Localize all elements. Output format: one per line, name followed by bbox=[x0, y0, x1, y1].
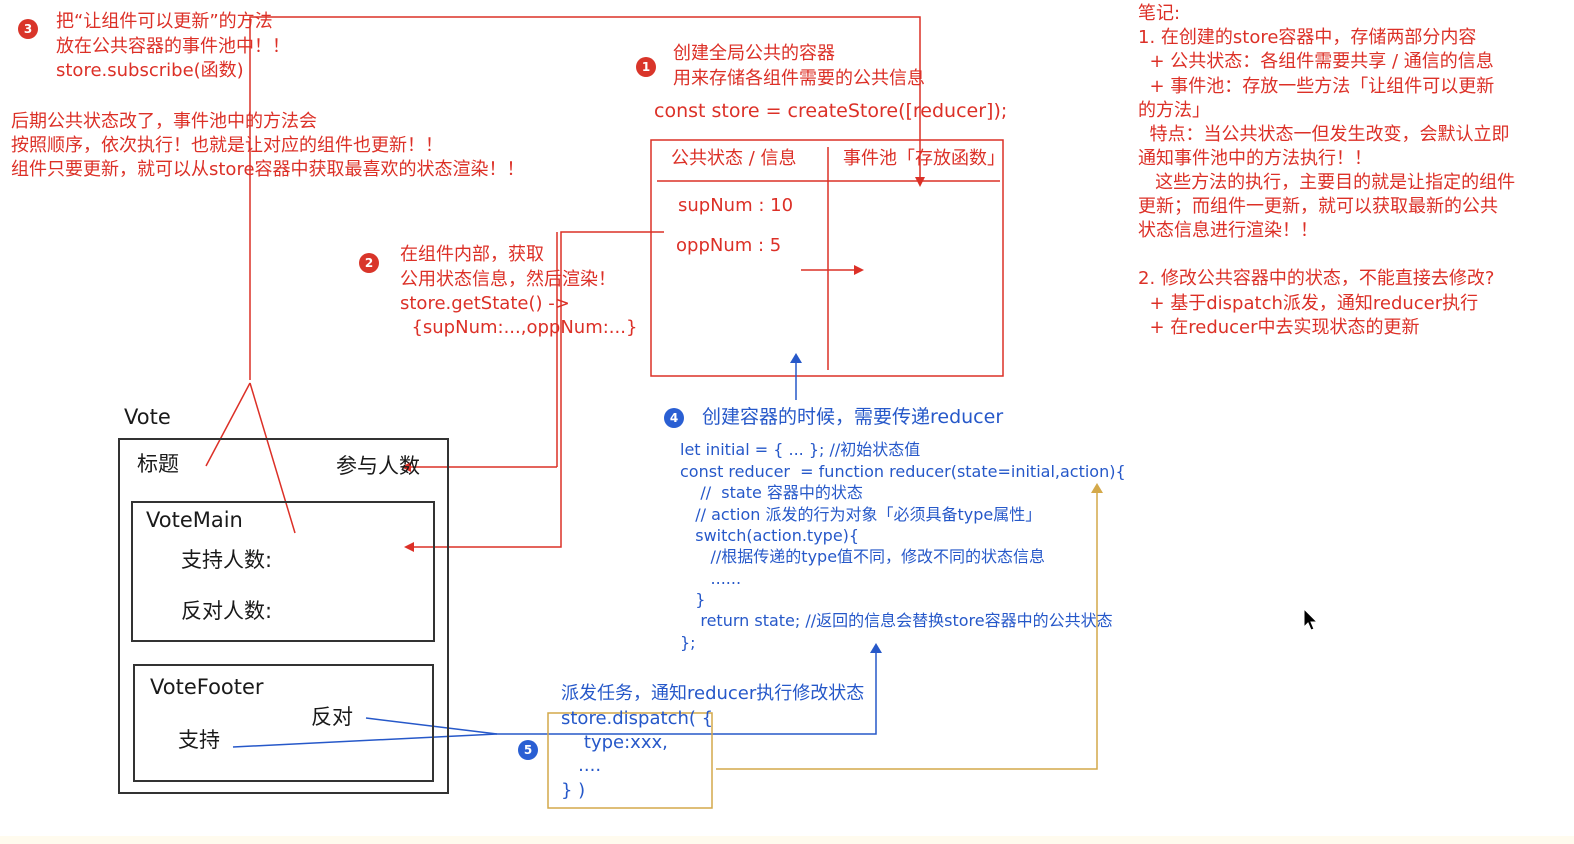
reducer-code-line-6: //根据传递的type值不同，修改不同的状态信息 bbox=[680, 547, 1046, 566]
create-store-code: const store = createStore([reducer]); bbox=[654, 100, 1008, 122]
state-item-oppnum: oppNum : 5 bbox=[676, 235, 782, 256]
dispatch-code-line-4: } ) bbox=[561, 780, 586, 801]
notes-line: + 事件池：存放一些方法「让组件可以更新 bbox=[1138, 76, 1495, 97]
subscribe-branch-title bbox=[205, 382, 251, 467]
getstate-connector bbox=[404, 231, 664, 552]
step-2-badge: 2 bbox=[359, 253, 379, 273]
step-1-line-1: 创建全局公共的容器 bbox=[673, 43, 835, 64]
bottom-strip bbox=[0, 836, 1574, 844]
step-4-badge: 4 bbox=[664, 408, 684, 428]
notes-line: + 在reducer中去实现状态的更新 bbox=[1138, 317, 1420, 338]
reducer-code-line-7: ...... bbox=[680, 569, 742, 588]
support-to-dispatch bbox=[232, 733, 498, 748]
reducer-code-line-3: // state 容器中的状态 bbox=[680, 483, 863, 502]
step-3-badge: 3 bbox=[18, 19, 38, 39]
dispatch-return-connector bbox=[716, 483, 1103, 770]
oppose-button[interactable]: 反对 bbox=[311, 705, 353, 729]
reducer-code-line-10: }; bbox=[680, 633, 696, 652]
reducer-code-line-1: let initial = { ... }; //初始状态值 bbox=[680, 440, 921, 459]
votemain-label: VoteMain bbox=[146, 508, 243, 532]
step-2-line-4: {supNum:...,oppNum:...} bbox=[400, 317, 638, 338]
dispatch-code-line-3: .... bbox=[561, 755, 602, 776]
vote-title: 标题 bbox=[137, 452, 179, 476]
notes-line: 2. 修改公共容器中的状态，不能直接去修改? bbox=[1138, 268, 1495, 289]
step-5-title: 派发任务，通知reducer执行修改状态 bbox=[561, 683, 865, 704]
vote-component bbox=[118, 438, 449, 794]
reducer-code-line-9: return state; //返回的信息会替换store容器中的公共状态 bbox=[680, 611, 1113, 630]
votefooter-label: VoteFooter bbox=[150, 675, 264, 699]
votefooter-component bbox=[133, 664, 434, 782]
step-3-line-3: store.subscribe(函数) bbox=[56, 60, 244, 81]
step-1-badge: 1 bbox=[636, 57, 656, 77]
notes-heading: 笔记: bbox=[1138, 3, 1181, 24]
step-3-note-2: 按照顺序，依次执行！也就是让对应的组件也更新！！ bbox=[11, 135, 443, 156]
reducer-code-line-8: } bbox=[680, 590, 706, 609]
notes-line: + 基于dispatch派发，通知reducer执行 bbox=[1138, 293, 1479, 314]
step-2-line-3: store.getState() -> bbox=[400, 293, 570, 314]
step-3-line-1: 把“让组件可以更新”的方法 bbox=[56, 11, 273, 32]
reducer-code-line-4: // action 派发的行为对象「必须具备type属性」 bbox=[680, 505, 1042, 524]
notes-line: + 公共状态：各组件需要共享 / 通信的信息 bbox=[1138, 51, 1494, 72]
notes-line: 更新；而组件一更新，就可以获取最新的公共 bbox=[1138, 196, 1498, 217]
notes-line: 的方法」 bbox=[1138, 100, 1210, 121]
step-2-line-2: 公用状态信息，然后渲染！ bbox=[400, 269, 616, 290]
notes-line: 这些方法的执行，主要目的就是让指定的组件 bbox=[1138, 172, 1516, 193]
notes-line: 通知事件池中的方法执行！！ bbox=[1138, 148, 1372, 169]
notes-line: 特点：当公共状态一但发生改变，会默认立即 bbox=[1138, 124, 1510, 145]
store-box-frame bbox=[650, 139, 1004, 377]
dispatch-to-reducer-connector bbox=[497, 643, 882, 735]
step-3-note-3: 组件只要更新，就可以从store容器中获取最喜欢的状态渲染！！ bbox=[11, 159, 525, 180]
dispatch-code-line-2: type:xxx, bbox=[561, 732, 668, 753]
step-3-line-2: 放在公共容器的事件池中！！ bbox=[56, 36, 290, 57]
vote-participants: 参与人数 bbox=[336, 454, 420, 478]
notes-line: 状态信息进行渲染！！ bbox=[1138, 220, 1318, 241]
state-item-supnum: supNum : 10 bbox=[678, 195, 794, 216]
mouse-cursor-icon bbox=[1303, 608, 1319, 631]
votemain-component bbox=[131, 501, 435, 642]
reducer-code-line-5: switch(action.type){ bbox=[680, 526, 860, 545]
support-count-label: 支持人数: bbox=[181, 548, 273, 572]
support-button[interactable]: 支持 bbox=[178, 728, 220, 752]
reducer-code-line-2: const reducer = function reducer(state=i… bbox=[680, 462, 1126, 481]
oppose-count-label: 反对人数: bbox=[181, 599, 273, 623]
subscribe-branch-main bbox=[249, 382, 296, 534]
dispatch-code-line-1: store.dispatch( { bbox=[561, 708, 714, 729]
dispatch-code-frame bbox=[547, 712, 713, 809]
notes-line: 1. 在创建的store容器中，存储两部分内容 bbox=[1138, 27, 1477, 48]
step-5-badge: 5 bbox=[518, 740, 538, 760]
step-3-note-1: 后期公共状态改了，事件池中的方法会 bbox=[11, 111, 317, 132]
subscribe-connector bbox=[249, 16, 925, 380]
step-4-title: 创建容器的时候，需要传递reducer bbox=[702, 406, 1004, 428]
oppose-to-dispatch bbox=[365, 717, 498, 735]
step-1-line-2: 用来存储各组件需要的公共信息 bbox=[673, 68, 925, 89]
step-2-line-1: 在组件内部，获取 bbox=[400, 244, 544, 265]
vote-label: Vote bbox=[124, 405, 171, 429]
state-column-header: 公共状态 / 信息 bbox=[671, 148, 797, 169]
event-pool-column-header: 事件池「存放函数」 bbox=[843, 148, 1005, 169]
